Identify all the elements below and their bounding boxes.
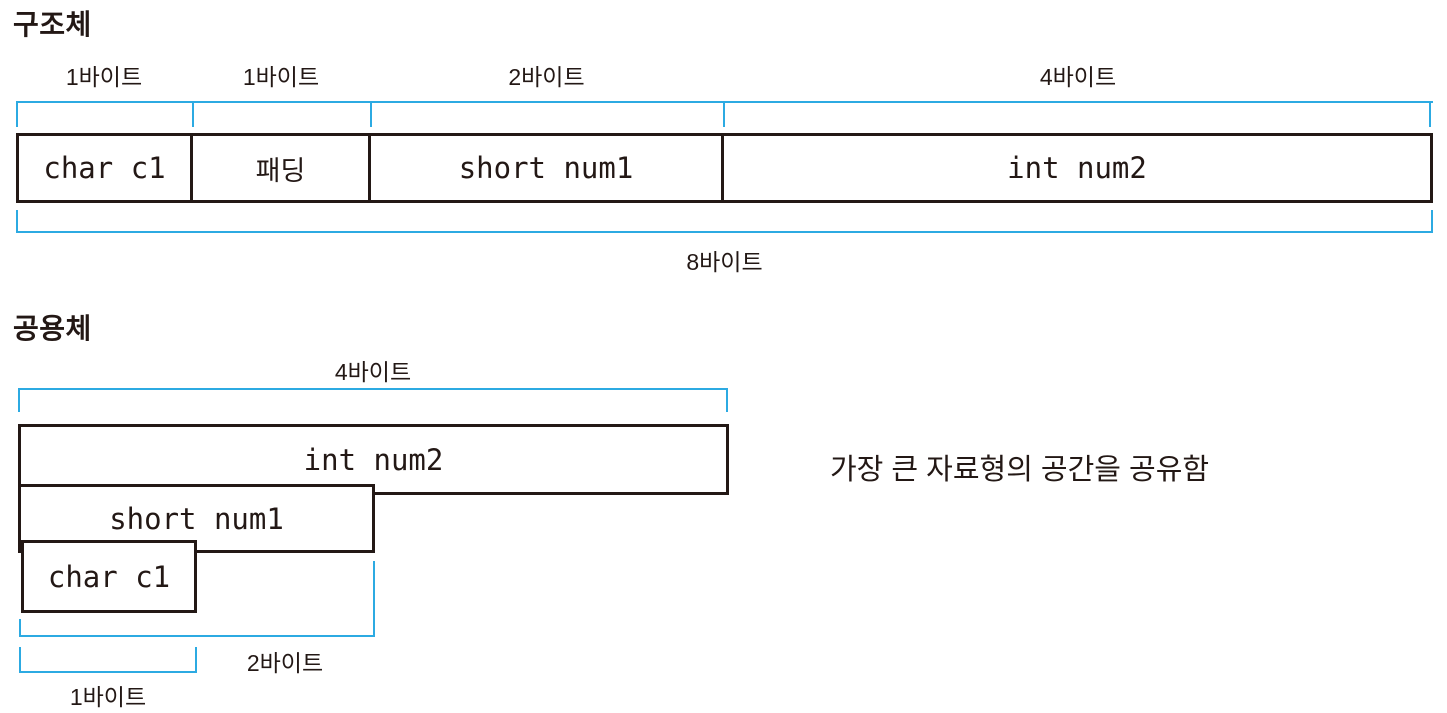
bracket-tick: [19, 647, 21, 673]
struct-top-bracket: [16, 101, 1433, 127]
bracket-tick: [1429, 103, 1431, 127]
union-byte-label-1byte: 1바이트: [69, 684, 147, 710]
struct-section-title: 구조체: [13, 9, 92, 40]
struct-cell-int-num2: int num2: [1007, 151, 1147, 185]
struct-total-label: 8바이트: [686, 249, 763, 275]
bracket-tick: [373, 561, 375, 637]
bracket-tick: [195, 647, 197, 673]
bracket-tick: [370, 103, 372, 127]
struct-memory-row: char c1 패딩 short num1 int num2: [16, 133, 1433, 203]
bracket-tick: [16, 103, 18, 127]
struct-cell-short-num1: short num1: [371, 136, 724, 200]
struct-byte-label-int: 4바이트: [1039, 64, 1117, 90]
union-top-bracket: [18, 388, 728, 412]
bracket-tick: [192, 103, 194, 127]
bracket-tick: [19, 619, 21, 637]
bracket-tick: [723, 103, 725, 127]
struct-cell-char-c1: char c1: [19, 136, 193, 200]
struct-byte-label-short: 2바이트: [508, 64, 585, 90]
struct-total-bracket: [16, 210, 1433, 233]
struct-byte-label-char: 1바이트: [65, 64, 143, 90]
union-2byte-bracket-line: [19, 635, 375, 637]
union-box-char-c1: char c1: [21, 540, 197, 613]
union-box-int-num2: int num2: [18, 424, 729, 495]
union-byte-label-4byte: 4바이트: [334, 359, 412, 385]
struct-byte-label-padding: 1바이트: [242, 64, 320, 90]
union-annotation: 가장 큰 자료형의 공간을 공유함: [830, 454, 1210, 486]
union-byte-label-2byte: 2바이트: [246, 650, 324, 676]
struct-cell-padding: 패딩: [193, 136, 371, 200]
union-section-title: 공용체: [13, 313, 92, 344]
union-1byte-bracket-line: [19, 671, 197, 673]
